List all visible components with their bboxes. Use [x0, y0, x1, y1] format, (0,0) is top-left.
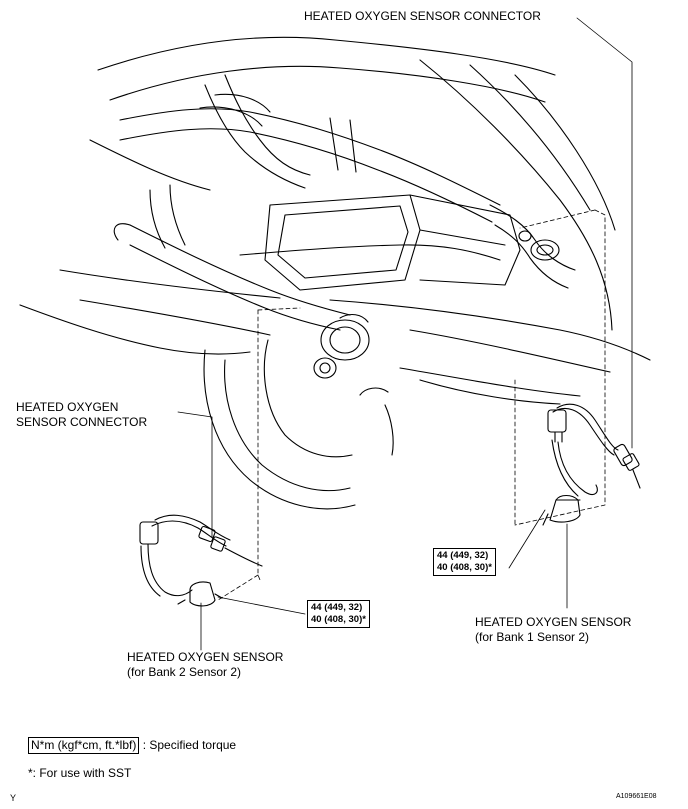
tire: [203, 313, 394, 510]
label-sensor-bank1-line2: (for Bank 1 Sensor 2): [475, 630, 590, 644]
label-connector-left-line2: SENSOR CONNECTOR: [16, 415, 148, 429]
torque-bank1-line1: 44 (449, 32): [437, 550, 489, 561]
torque-bank1-line2: 40 (408, 30)*: [437, 562, 492, 573]
footer-mark: Y: [10, 793, 17, 803]
torque-bank2-line1: 44 (449, 32): [311, 602, 363, 613]
label-connector-left-line1: HEATED OXYGEN: [16, 400, 119, 414]
label-sensor-bank1-line1: HEATED OXYGEN SENSOR: [475, 615, 632, 629]
label-connector-top: HEATED OXYGEN SENSOR CONNECTOR: [304, 9, 541, 23]
connector-top-leader: [576, 17, 633, 449]
legend-sst-note: *: For use with SST: [28, 766, 132, 780]
oil-pan: [264, 194, 521, 291]
legend-unit-box: N*m (kgf*cm, ft.*lbf): [28, 737, 140, 754]
label-sensor-bank2-line1: HEATED OXYGEN SENSOR: [127, 650, 284, 664]
legend-unit-desc: : Specified torque: [142, 738, 237, 752]
bank1-leader: [508, 509, 568, 609]
bank2-leader: [177, 411, 306, 651]
torque-box-bank2: 44 (449, 32) 40 (408, 30)*: [307, 600, 370, 628]
torque-box-bank1: 44 (449, 32) 40 (408, 30)*: [433, 548, 496, 576]
bank2-sensor: [139, 514, 263, 607]
torque-bank2-line2: 40 (408, 30)*: [311, 614, 366, 625]
bank1-sensor: [542, 403, 641, 526]
figure-id: A109661E08: [616, 793, 657, 800]
legend-torque: N*m (kgf*cm, ft.*lbf) : Specified torque: [28, 737, 236, 754]
dashed-leaders: [217, 209, 606, 601]
label-sensor-bank2-line2: (for Bank 2 Sensor 2): [127, 665, 242, 679]
exhaust-pipes: [113, 74, 576, 331]
underbody-outline: [19, 36, 651, 405]
